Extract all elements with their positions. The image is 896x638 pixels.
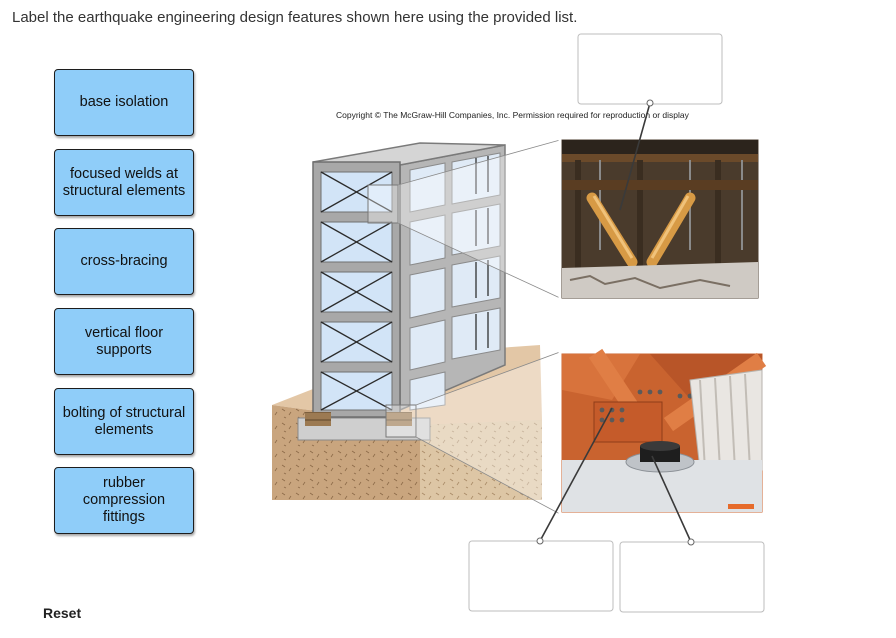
anchor-dot-bottom-right [687,538,695,546]
reset-button[interactable]: Reset [43,605,82,621]
label-chip-focused-welds[interactable]: focused welds at structural elements [54,149,194,216]
building-front-face [312,161,401,418]
drop-target-bottom-right[interactable] [619,541,765,613]
anchor-dot-top [646,99,654,107]
label-chip-base-isolation[interactable]: base isolation [54,69,194,136]
label-chip-cross-bracing[interactable]: cross-bracing [54,228,194,295]
leader-line-top [619,102,651,211]
leader-line-bottom-left [539,407,613,542]
drop-target-top[interactable] [577,33,723,105]
anchor-dot-bottom-left [536,537,544,545]
building-side-face [399,144,506,412]
drop-target-bottom-left[interactable] [468,540,614,612]
copyright-notice: Copyright © The McGraw-Hill Companies, I… [336,110,689,120]
callout-box-lower [385,404,417,438]
instruction-text: Label the earthquake engineering design … [12,9,578,26]
label-chip-bolting[interactable]: bolting of structural elements [54,388,194,455]
leader-line-bottom-right [651,455,692,543]
photo-cross-bracing [558,136,762,302]
base-isolator-pads [305,412,412,426]
photo-base-isolator [558,348,767,516]
callout-box-upper [367,184,399,224]
label-chip-vertical-floor-supports[interactable]: vertical floor supports [54,308,194,375]
label-chip-rubber-compression-fittings[interactable]: rubber compression fittings [54,467,194,534]
leader-lines [539,102,692,543]
